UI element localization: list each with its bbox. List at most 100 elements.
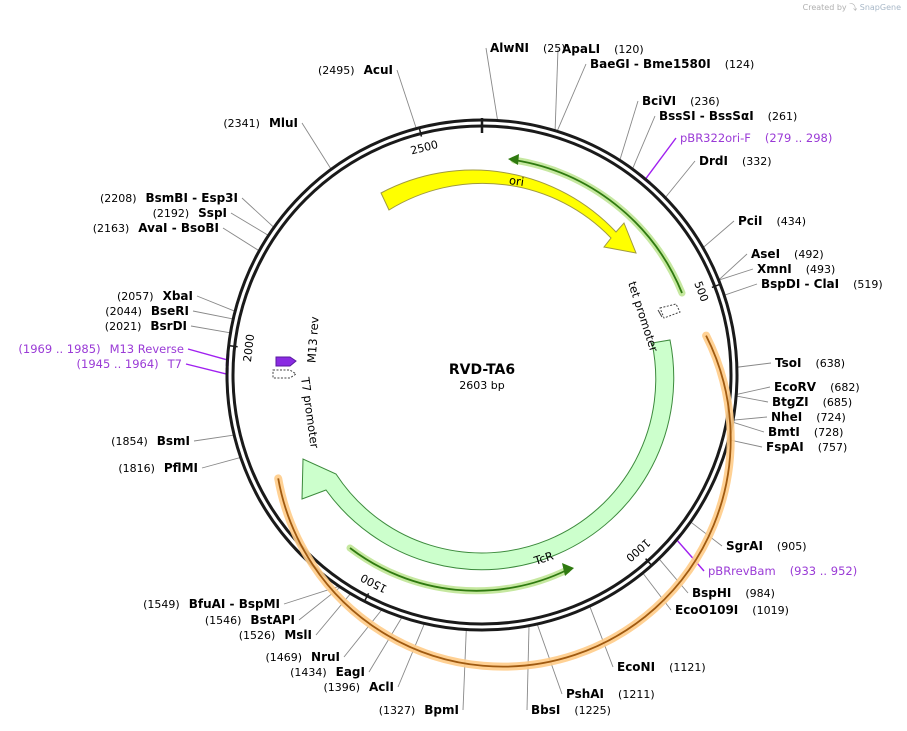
site-name: AlwNI [490, 41, 529, 55]
site-leader-line [725, 283, 758, 296]
site-leader-line [665, 160, 696, 198]
site-leader-line [396, 69, 417, 128]
site-label: (2208)BsmBI - Esp3I [100, 191, 238, 205]
site-label: BaeGI - Bme1580I(124) [590, 57, 754, 71]
site-position: (1019) [752, 604, 789, 617]
site-leader-line [343, 610, 382, 658]
site-position: (1121) [669, 661, 706, 674]
site-name: BspHI [692, 586, 731, 600]
tick-mark [229, 345, 238, 348]
site-position: (2495) [318, 64, 355, 77]
site-position: (1816) [118, 462, 155, 475]
site-label: (1526)MslI [239, 628, 312, 642]
site-name: BfuAI - BspMI [189, 597, 280, 611]
ori-feature-arrow [380, 169, 637, 254]
site-position: (2163) [93, 222, 130, 235]
site-label: (2057)XbaI [117, 289, 193, 303]
primer-range: (933 .. 952) [790, 564, 858, 578]
t7-promoter-label: T7 promoter [298, 375, 322, 449]
tet-promoter-icon [657, 303, 681, 319]
site-label: (2021) BsrDI [105, 319, 187, 333]
primer-range: (279 .. 298) [765, 131, 833, 145]
site-name: MluI [269, 116, 298, 130]
site-position: (1549) [143, 598, 180, 611]
site-leader-line [301, 122, 332, 169]
site-leader-line [737, 362, 772, 368]
site-name: DrdI [699, 154, 728, 168]
site-name: BtgZI [772, 395, 809, 409]
site-leader-line [733, 422, 765, 433]
site-leader-line [557, 63, 587, 131]
site-position: (1327) [379, 704, 416, 717]
site-leader-line [737, 386, 771, 395]
site-position: (728) [814, 426, 844, 439]
site-position: (493) [806, 263, 836, 276]
site-label: (1546)BstAPI [205, 613, 295, 627]
site-label: BtgZI (685) [772, 395, 852, 409]
primer-label: pBRrevBam(933 .. 952) [708, 564, 857, 578]
site-label: (2192)SspI [153, 206, 227, 220]
site-position: (724) [816, 411, 846, 424]
m13-rev-icon [275, 356, 297, 367]
primer-range: (1969 .. 1985) [18, 342, 100, 356]
site-position: (2044) [105, 305, 142, 318]
site-label: PciI(434) [738, 214, 806, 228]
tick-label: 2000 [241, 333, 257, 362]
primer-label: (1945 .. 1964)T7 [77, 357, 182, 371]
snapgene-credit: Created by ⤵ SnapGene [803, 2, 901, 13]
site-name: BssSI - BssSαI [659, 109, 754, 123]
site-position: (332) [742, 155, 772, 168]
site-leader-line [659, 559, 689, 594]
site-name: BsrDI [150, 319, 187, 333]
site-leader-line [222, 227, 259, 251]
site-position: (638) [815, 357, 845, 370]
ori-label: ori [508, 173, 525, 189]
site-name: NheI [771, 410, 802, 424]
site-position: (25) [543, 42, 566, 55]
tcr-inner-annotation-arrowhead [562, 563, 574, 576]
site-label: (1434)EagI [290, 665, 365, 679]
primer-label: (1969 .. 1985)M13 Reverse [18, 342, 184, 356]
site-position: (124) [725, 58, 755, 71]
site-label: EcoNI (1121) [617, 660, 706, 674]
site-position: (1225) [574, 704, 611, 717]
site-label: FspAI(757) [766, 440, 847, 454]
t7-promoter-icon [272, 369, 297, 379]
site-label: BbsI(1225) [531, 703, 611, 717]
site-leader-line [485, 47, 498, 120]
primer-label: pBR322ori-F (279 .. 298) [680, 131, 832, 145]
tcr-feature-arrow [301, 339, 675, 571]
site-leader-line [462, 630, 467, 711]
site-name: EcoNI [617, 660, 655, 674]
site-name: AclI [369, 680, 394, 694]
site-position: (1469) [265, 651, 302, 664]
tick-label: 2500 [409, 138, 439, 157]
site-position: (2021) [105, 320, 142, 333]
site-position: (236) [690, 95, 720, 108]
site-position: (1211) [618, 688, 655, 701]
site-leader-lines [185, 47, 772, 711]
primer-leader-line [187, 348, 227, 361]
site-leader-line [729, 439, 763, 448]
primer-name: pBR322ori-F [680, 131, 751, 145]
orange-annotation-core [277, 335, 732, 668]
plasmid-name: RVD-TA6 [449, 362, 515, 378]
site-name: NruI [311, 650, 340, 664]
site-leader-line [737, 395, 769, 403]
site-position: (685) [823, 396, 853, 409]
site-label: TsoI(638) [775, 356, 845, 370]
site-position: (984) [745, 587, 775, 600]
site-leader-line [192, 310, 233, 320]
site-position: (757) [818, 441, 848, 454]
site-leader-line [368, 617, 402, 673]
site-leader-line [642, 573, 672, 611]
site-name: SspI [198, 206, 227, 220]
site-name: AcuI [364, 63, 393, 77]
tick-mark [364, 592, 370, 601]
tick-label: 500 [691, 279, 711, 303]
site-label: BspHI (984) [692, 586, 775, 600]
site-name: BseRI [151, 304, 189, 318]
site-name: SgrAI [726, 539, 763, 553]
site-label: SgrAI(905) [726, 539, 807, 553]
